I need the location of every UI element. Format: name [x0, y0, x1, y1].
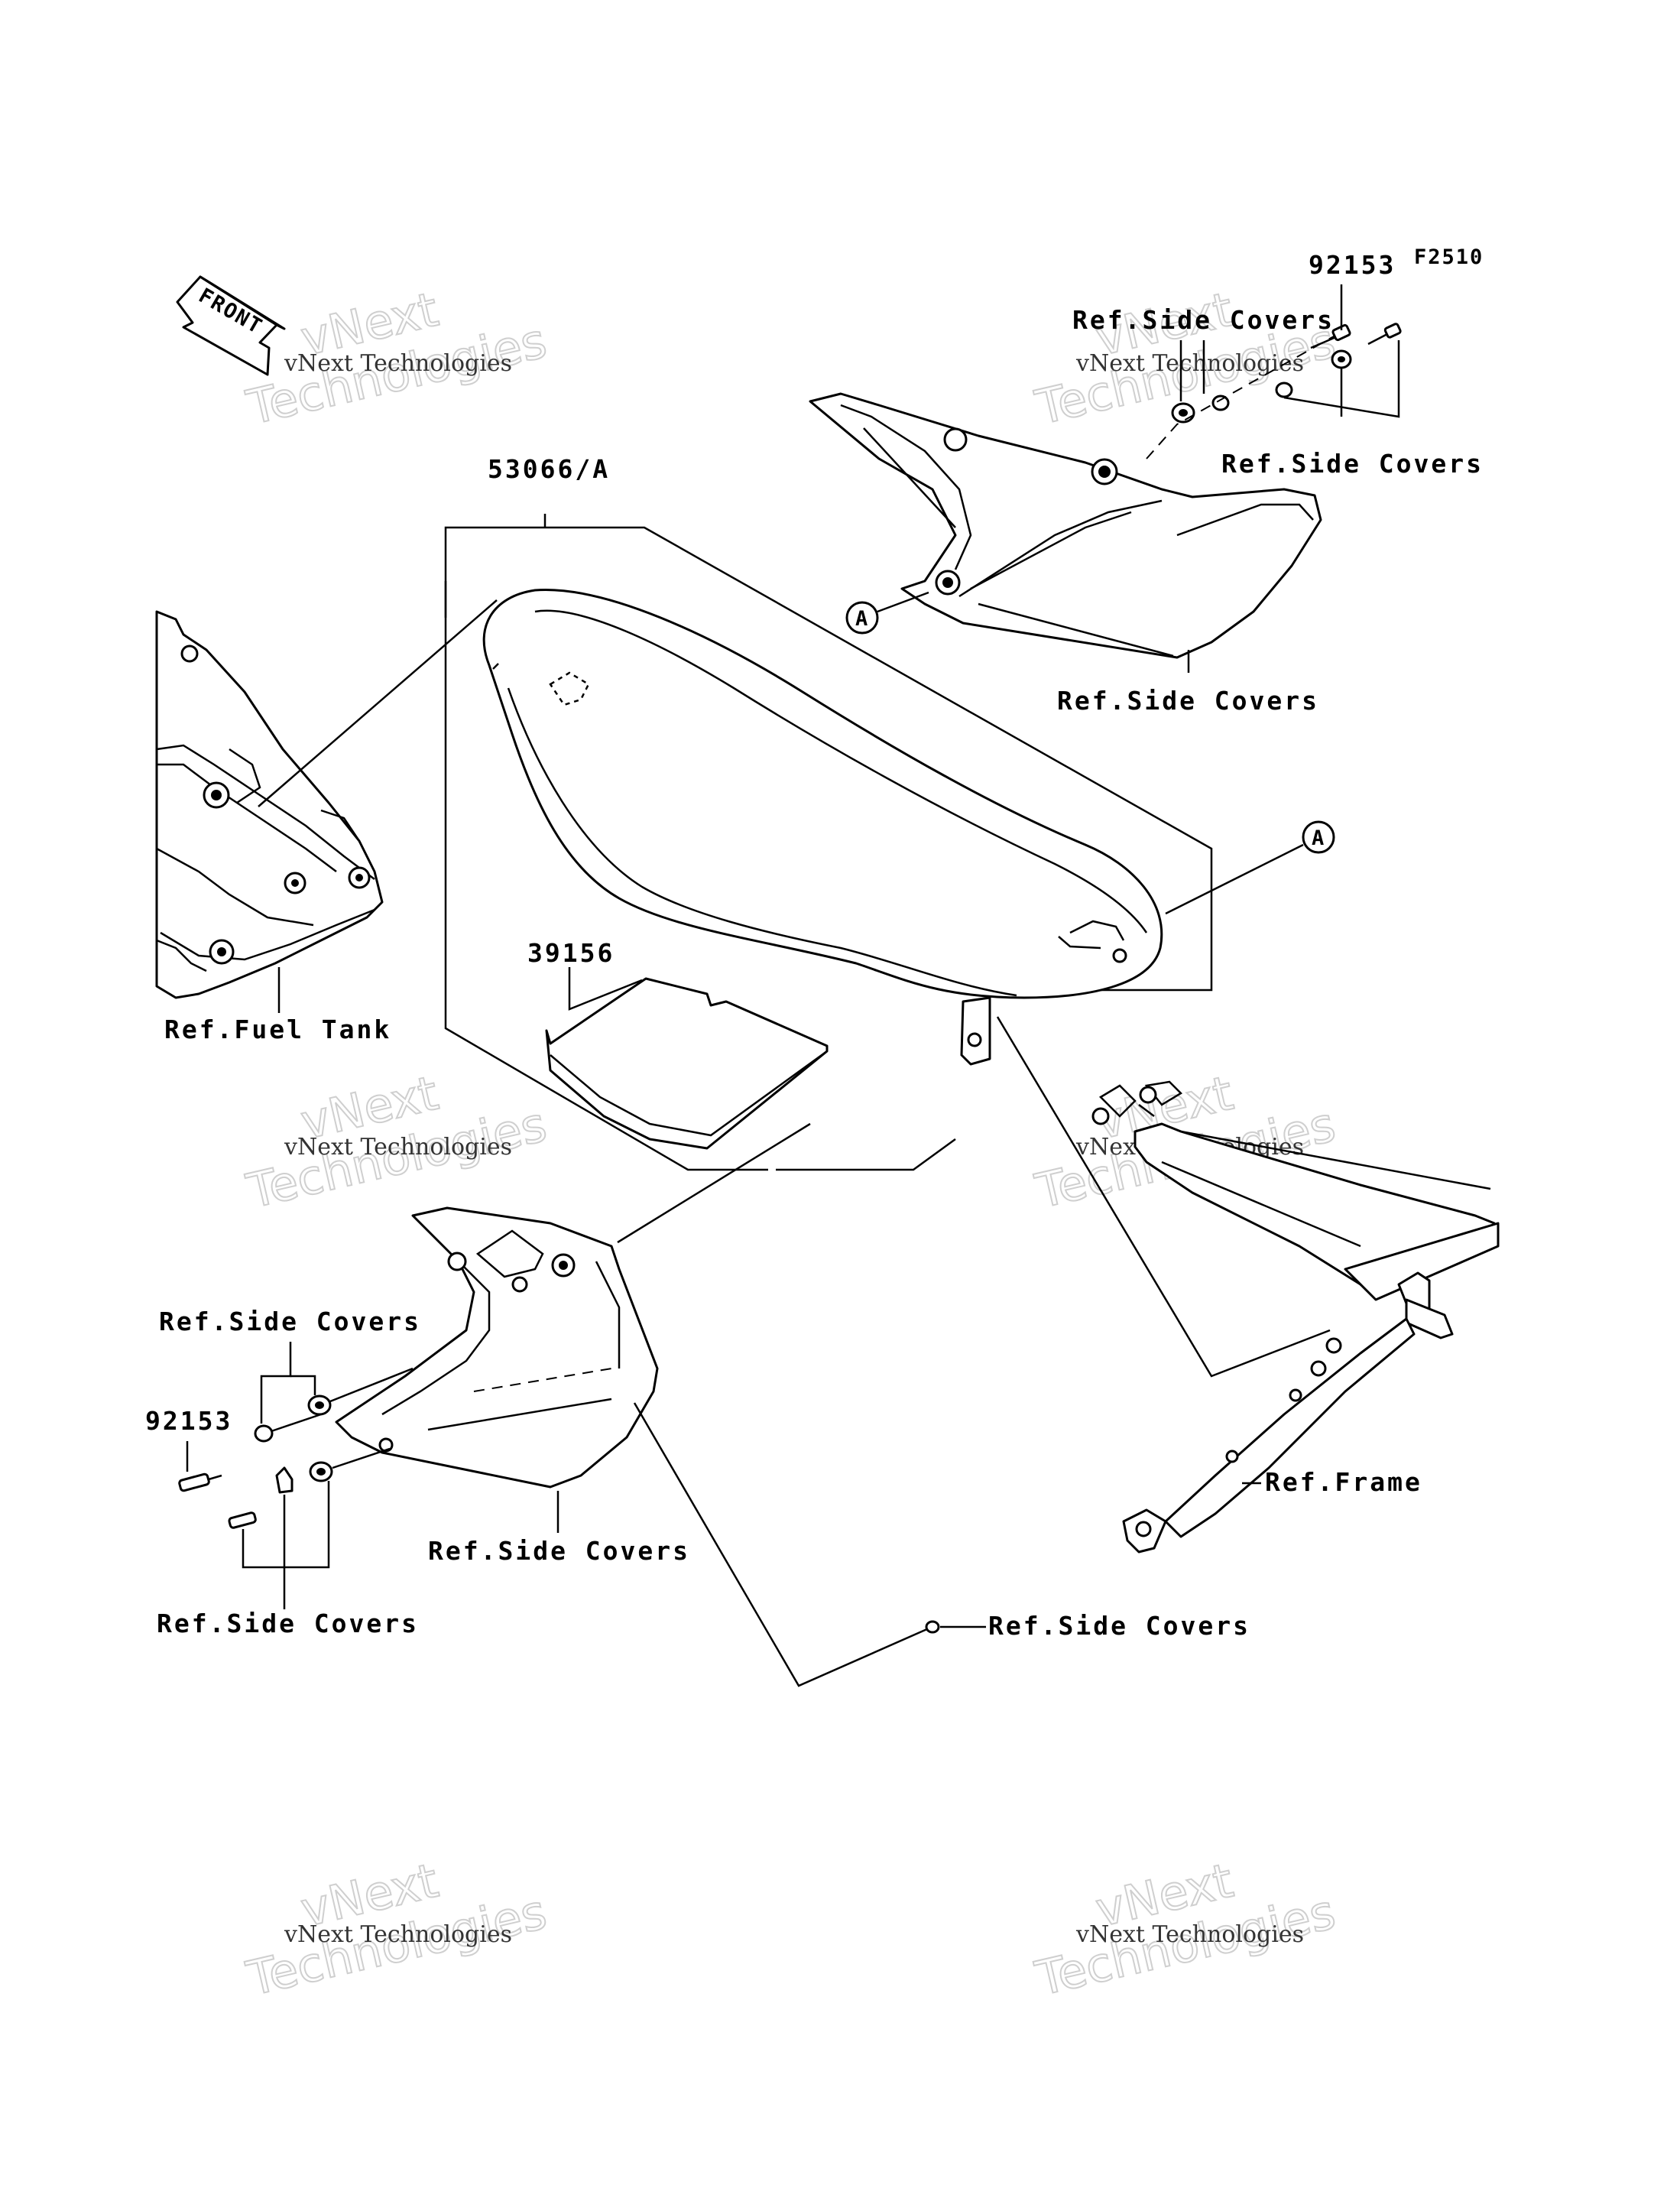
- callout-a-seat-text: A: [1312, 826, 1325, 850]
- callout-a-cover-text: A: [855, 607, 869, 631]
- label-ref-side-covers-top: Ref.Side Covers: [1072, 305, 1335, 335]
- watermark-bottom-right: Technologies vNext vNext Technologies: [1030, 1852, 1341, 2008]
- seat-group-bracket: [444, 526, 1213, 992]
- left-fasteners: [178, 1367, 414, 1529]
- svg-text:vNext Technologies: vNext Technologies: [284, 1134, 512, 1161]
- label-ref-side-covers-mid: Ref.Side Covers: [1057, 686, 1319, 716]
- leader-grommet: [633, 1402, 929, 1687]
- frame-ref-part: [1091, 1080, 1500, 1554]
- watermark-mid-left: Technologies vNext vNext Technologies: [241, 1064, 552, 1220]
- label-ref-side-covers-left-bottom: Ref.Side Covers: [157, 1609, 419, 1638]
- label-ref-side-covers-grommet: Ref.Side Covers: [988, 1611, 1250, 1641]
- leader-seat-cover: [617, 1122, 811, 1244]
- callout-a-cover: [845, 601, 879, 635]
- svg-text:vNext Technologies: vNext Technologies: [284, 1921, 512, 1948]
- seat-part: [482, 588, 1163, 1066]
- leader-seat-frame: [996, 1016, 1331, 1378]
- svg-text:vNext Technologies: vNext Technologies: [1075, 350, 1304, 377]
- svg-text:vNext Technologies: vNext Technologies: [284, 350, 512, 377]
- watermark-top-left: Technologies vNext vNext Technologies: [241, 281, 552, 437]
- seat-group-bracket-lower: [444, 581, 768, 1171]
- label-pad-part-number: 39156: [527, 938, 615, 968]
- fuel-tank-ref-part: [155, 610, 384, 999]
- watermark-bottom-left: Technologies vNext vNext Technologies: [241, 1852, 552, 2008]
- diagram-code: F2510: [1414, 245, 1484, 269]
- label-bolt-left: 92153: [145, 1406, 232, 1436]
- leader-seat-fuel: [258, 599, 498, 807]
- front-arrow-icon: FRONT: [176, 275, 286, 376]
- seat-pad-part: [545, 977, 829, 1150]
- right-side-cover-part: [809, 392, 1322, 659]
- svg-text:vNext Technologies: vNext Technologies: [1075, 1921, 1304, 1948]
- label-ref-side-covers-bottom: Ref.Side Covers: [428, 1536, 690, 1566]
- label-ref-fuel-tank: Ref.Fuel Tank: [164, 1015, 391, 1044]
- label-ref-frame: Ref.Frame: [1265, 1467, 1422, 1497]
- label-ref-side-covers-left-top: Ref.Side Covers: [159, 1307, 421, 1336]
- left-side-cover-part: [335, 1206, 659, 1489]
- label-ref-side-covers-right: Ref.Side Covers: [1221, 449, 1484, 479]
- label-seat-part-number: 53066/A: [488, 454, 610, 484]
- callout-a-seat: [1302, 820, 1335, 854]
- label-bolt-top: 92153: [1309, 250, 1396, 280]
